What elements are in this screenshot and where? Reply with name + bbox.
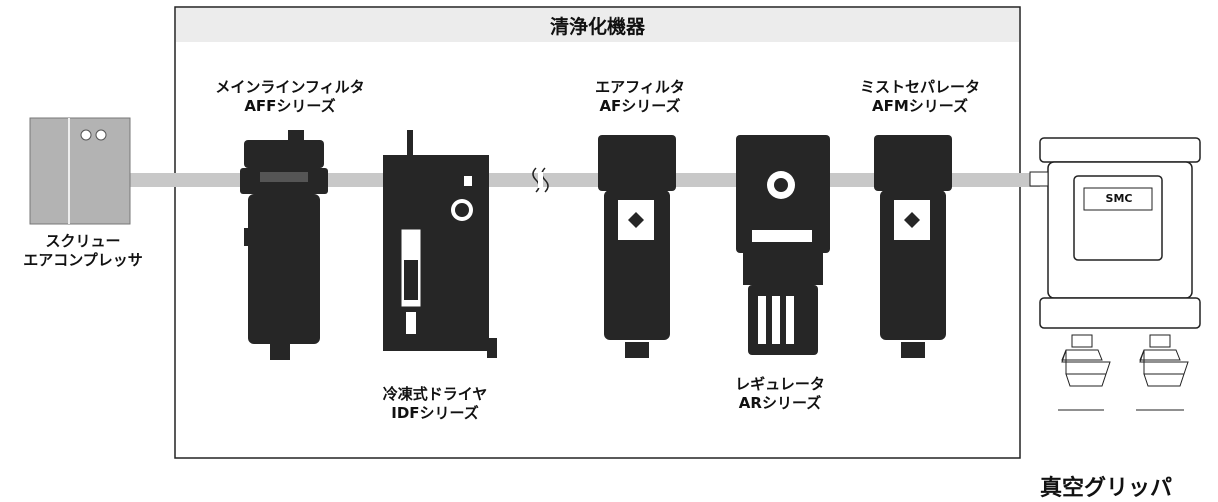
refrigerated-dryer-device: [383, 130, 497, 358]
air-filter-device: [598, 135, 676, 358]
mist-separator-device: [874, 135, 952, 358]
equipment-section-title: 清浄化機器: [549, 15, 645, 38]
regulator-name: レギュレータ: [735, 375, 825, 393]
vacuum-gripper-label: 真空グリッパ: [1040, 476, 1173, 501]
main-line-filter-device: [240, 130, 328, 360]
dryer-series: IDFシリーズ: [391, 404, 479, 422]
mist-separator-series: AFMシリーズ: [871, 97, 969, 115]
compressor-label: スクリュー エアコンプレッサ: [8, 232, 158, 270]
screw-compressor: [29, 117, 131, 225]
main-line-filter-series: AFFシリーズ: [244, 97, 336, 115]
compressor-label-line2: エアコンプレッサ: [23, 251, 143, 269]
title-bar: [176, 8, 1019, 42]
regulator-series: ARシリーズ: [738, 394, 822, 412]
air-filter-series: AFシリーズ: [599, 97, 681, 115]
smc-logo: SMC: [1105, 192, 1133, 205]
regulator-device: [736, 135, 830, 355]
mist-separator-name: ミストセパレータ: [859, 78, 980, 96]
dryer-label: 冷凍式ドライヤ IDFシリーズ: [355, 385, 515, 423]
regulator-label: レギュレータ ARシリーズ: [705, 375, 855, 413]
dryer-name: 冷凍式ドライヤ: [382, 385, 488, 403]
air-filter-label: エアフィルタ AFシリーズ: [565, 78, 715, 116]
mist-separator-label: ミストセパレータ AFMシリーズ: [830, 78, 1010, 116]
pipe-break-mark: [532, 167, 549, 193]
main-line-filter-name: メインラインフィルタ: [215, 78, 365, 96]
air-filter-name: エアフィルタ: [595, 78, 685, 96]
main-line-filter-label: メインラインフィルタ AFFシリーズ: [175, 78, 405, 116]
vacuum-gripper-device: [1029, 137, 1201, 411]
compressor-label-line1: スクリュー: [45, 232, 121, 250]
